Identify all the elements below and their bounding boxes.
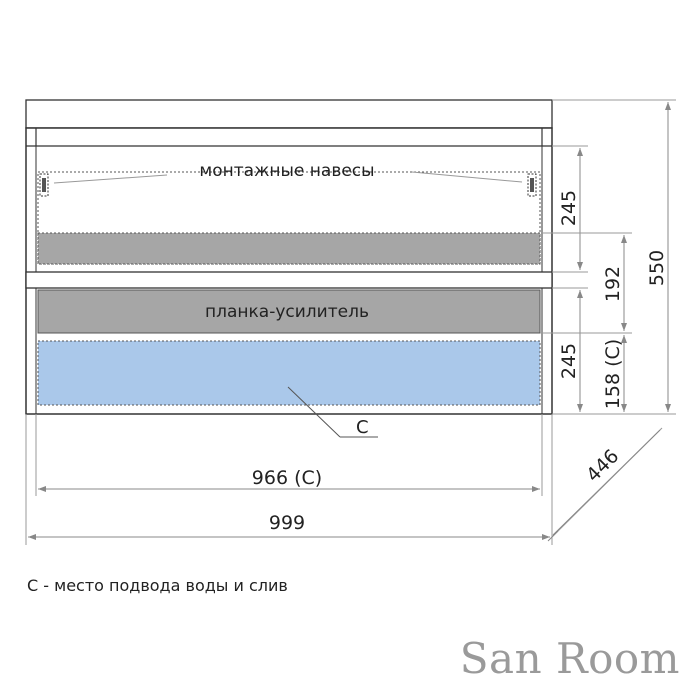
dim-middle-label: 192 [602, 266, 624, 302]
dim-bottom-c-label: 158 (С) [602, 339, 624, 409]
dim-total-width [25, 414, 553, 545]
drawer-separator [25, 271, 553, 289]
hinge-right-icon [527, 173, 537, 197]
top-drawer-panel [37, 232, 541, 265]
reinforcing-rail [37, 289, 541, 334]
water-connection-zone [37, 340, 541, 406]
countertop [25, 99, 553, 129]
dim-inner-width-label: 966 (С) [252, 467, 322, 489]
dim-total-height-label: 550 [646, 250, 668, 286]
hinge-left-icon [39, 173, 49, 197]
dim-depth-label: 446 [582, 445, 623, 486]
dim-depth [547, 427, 663, 542]
hinges-label: монтажные навесы [199, 161, 374, 181]
dim-inner-width [35, 414, 543, 496]
c-leader-line [287, 386, 341, 438]
c-marker: С [356, 417, 369, 438]
dim-top-drawer [552, 145, 588, 273]
brand-watermark: San Room [459, 634, 680, 683]
rail-label: планка-усилитель [205, 302, 369, 322]
legend-text: С - место подвода воды и слив [27, 576, 288, 595]
leader-line-right [411, 171, 523, 183]
dim-total-width-label: 999 [269, 512, 305, 534]
dim-bottom-c [540, 332, 632, 415]
leader-line-left [53, 174, 168, 184]
dim-bottom-drawer-label: 245 [558, 343, 580, 379]
dim-top-drawer-label: 245 [558, 190, 580, 226]
